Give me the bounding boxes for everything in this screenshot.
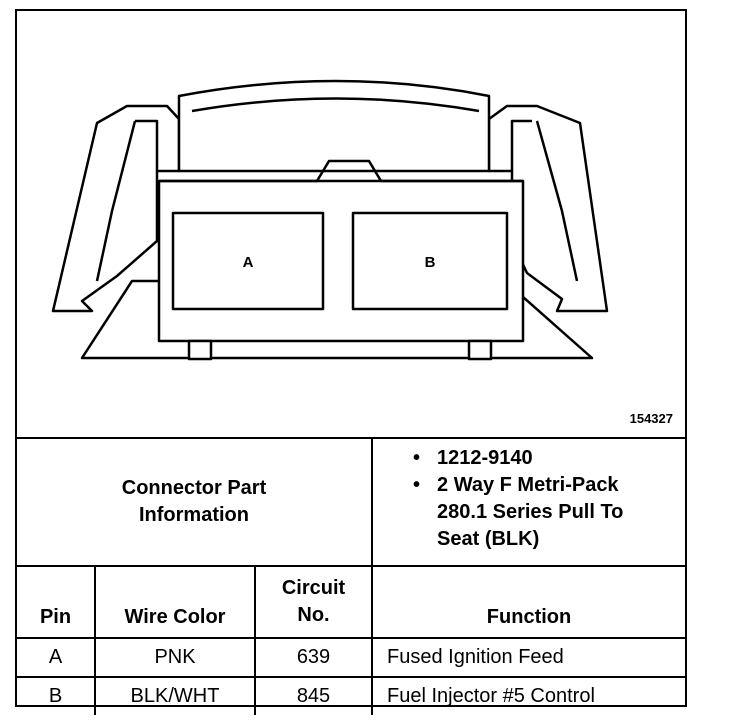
- cell-wire-color: BLK/WHT: [94, 676, 256, 715]
- arch-cover: [177, 79, 491, 173]
- table-row: A PNK 639 Fused Ignition Feed: [17, 637, 686, 678]
- cell-wire-color: PNK: [94, 637, 256, 678]
- part-description-item: • 2 Way F Metri-Pack 280.1 Series Pull T…: [413, 472, 685, 553]
- header-wire-color: Wire Color: [94, 565, 256, 639]
- cell-function: Fuel Injector #5 Control: [371, 676, 686, 715]
- connector-part-details: • 1212-9140 • 2 Way F Metri-Pack 280.1 S…: [371, 437, 686, 567]
- cell-function: Fused Ignition Feed: [371, 637, 686, 678]
- connector-part-label: Connector Part Information: [17, 437, 374, 567]
- header-function: Function: [371, 565, 686, 639]
- figure-id: 154327: [629, 411, 673, 426]
- header-pin: Pin: [17, 565, 96, 639]
- part-number: 1212-9140: [437, 447, 533, 469]
- connector-part-row: Connector Part Information • 1212-9140 •…: [17, 437, 686, 567]
- bullet-icon: •: [413, 447, 421, 469]
- part-description-line: 280.1 Series Pull To: [437, 501, 624, 523]
- cell-pin: B: [17, 676, 96, 715]
- cavity-b-label: B: [425, 254, 436, 271]
- connector-sheet: A B 154327 Connector Part Information • …: [15, 9, 687, 715]
- housing-notch: [159, 159, 523, 183]
- part-number-item: • 1212-9140: [413, 445, 685, 472]
- cavity-b-outline: [351, 211, 509, 311]
- cell-circuit: 845: [253, 676, 374, 715]
- cell-pin: A: [17, 637, 96, 678]
- connector-diagram: A B 154327: [17, 11, 685, 437]
- table-row: B BLK/WHT 845 Fuel Injector #5 Control: [17, 676, 686, 715]
- connector-info-table: Connector Part Information • 1212-9140 •…: [17, 437, 686, 715]
- part-description-line: Seat (BLK): [437, 528, 540, 550]
- part-description-line: 2 Way F Metri-Pack: [437, 474, 619, 496]
- bullet-icon: •: [413, 474, 421, 496]
- header-circuit: Circuit No.: [253, 565, 374, 639]
- cavity-a-outline: [171, 211, 325, 311]
- cavity-a-label: A: [243, 254, 254, 271]
- table-header-row: Pin Wire Color Circuit No. Function: [17, 565, 686, 639]
- left-latch: [51, 104, 181, 313]
- connector-drawing: A B: [51, 79, 609, 361]
- cell-circuit: 639: [253, 637, 374, 678]
